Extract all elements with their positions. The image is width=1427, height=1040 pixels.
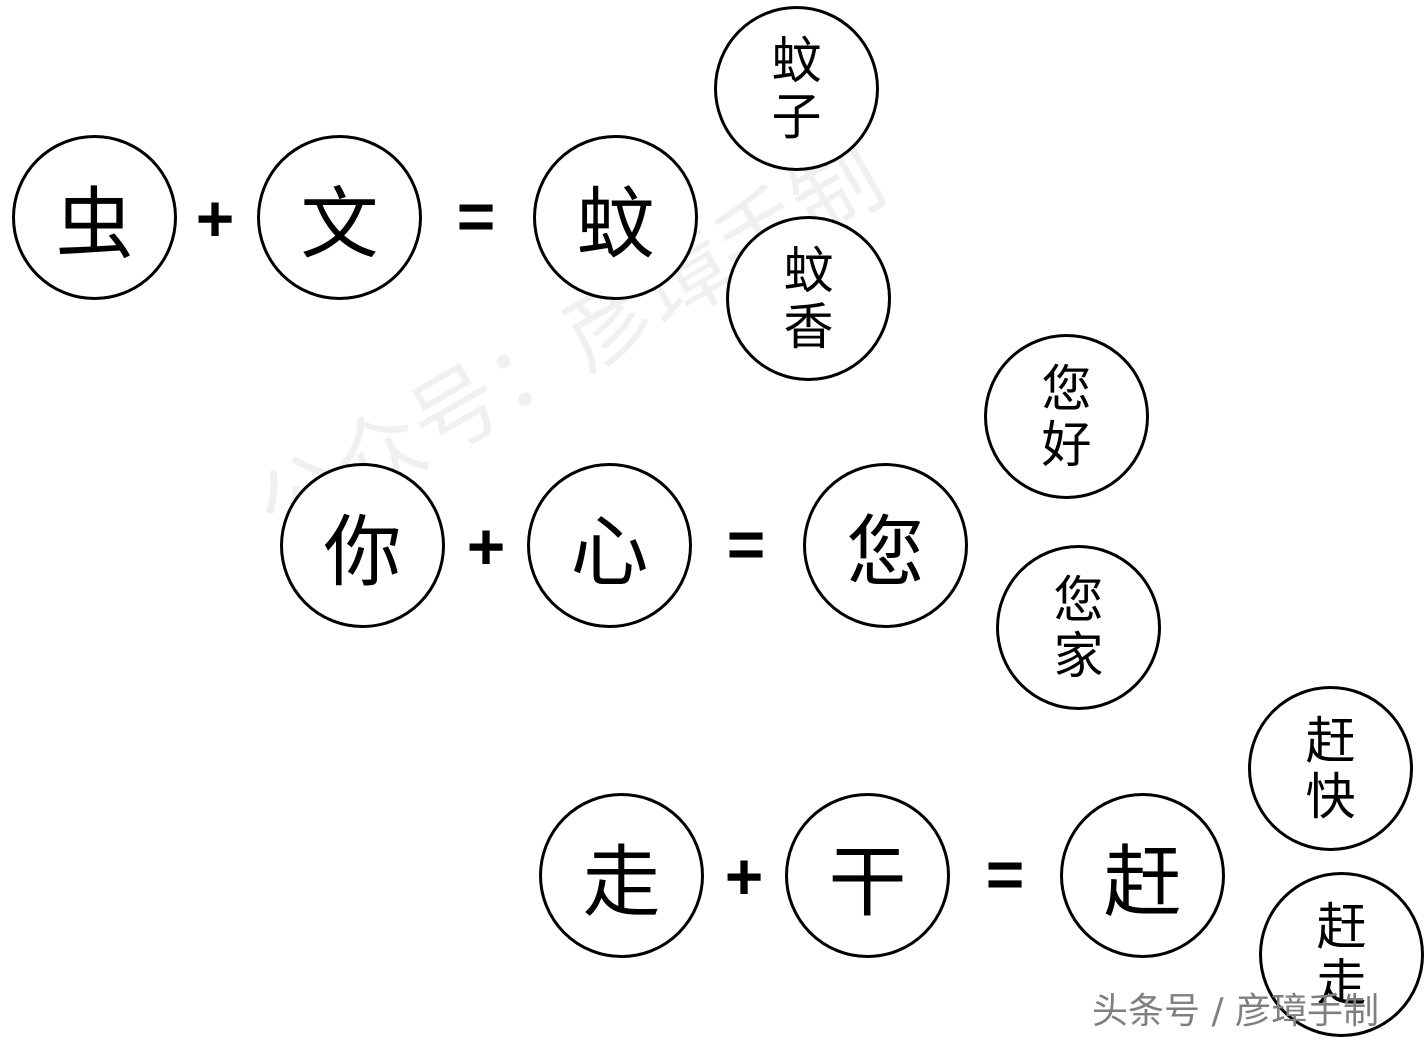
component-left-circle: 走 (539, 793, 704, 958)
word-circle: 您 好 (984, 334, 1149, 499)
word-first-char: 蚊 (783, 241, 834, 300)
plus-sign: + (724, 839, 764, 913)
footer-watermark: 头条号 / 彦璋手制 (1092, 991, 1380, 1032)
word-first-char: 蚊 (771, 31, 822, 90)
word-first-char: 您 (1041, 359, 1092, 418)
plus-sign: + (195, 181, 235, 255)
word-circle: 蚊 香 (726, 216, 891, 381)
word-second-char: 家 (1053, 626, 1104, 685)
plus-sign: + (466, 509, 506, 583)
equals-sign: = (985, 837, 1025, 911)
word-circle: 您 家 (996, 545, 1161, 710)
result-character-circle: 蚊 (533, 135, 698, 300)
word-first-char: 赶 (1316, 897, 1367, 956)
word-circle: 蚊 子 (714, 6, 879, 171)
word-second-char: 走 (1316, 953, 1367, 1012)
component-left-circle: 你 (280, 463, 445, 628)
word-second-char: 子 (771, 87, 822, 146)
word-circle: 赶 快 (1248, 686, 1413, 851)
word-second-char: 快 (1305, 767, 1356, 826)
word-second-char: 香 (783, 297, 834, 356)
word-first-char: 您 (1053, 570, 1104, 629)
result-character-circle: 您 (803, 463, 968, 628)
equals-sign: = (456, 179, 496, 253)
word-circle: 赶 走 (1259, 872, 1424, 1037)
component-right-circle: 文 (257, 135, 422, 300)
component-right-circle: 心 (527, 463, 692, 628)
result-character-circle: 赶 (1060, 793, 1225, 958)
word-first-char: 赶 (1305, 711, 1356, 770)
component-left-circle: 虫 (12, 135, 177, 300)
word-second-char: 好 (1041, 415, 1092, 474)
equals-sign: = (726, 507, 766, 581)
component-right-circle: 干 (785, 793, 950, 958)
